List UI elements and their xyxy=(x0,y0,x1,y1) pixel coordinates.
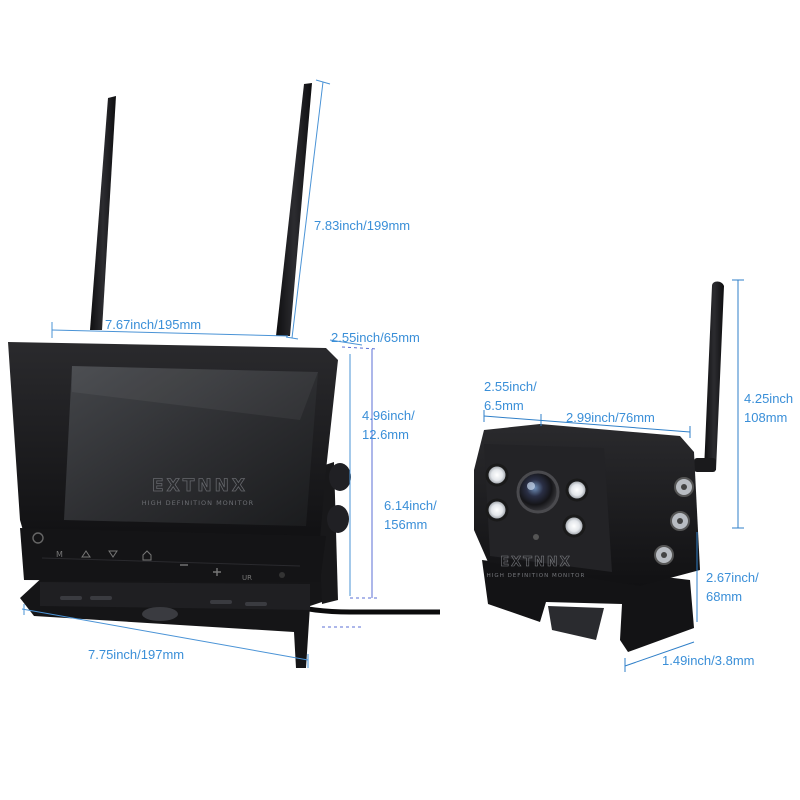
monitor-antenna-left xyxy=(90,96,116,330)
monitor-antenna-height-label: 7.83inch/199mm xyxy=(314,218,411,233)
monitor-screen xyxy=(64,366,318,526)
monitor-total-height-line1: 6.14inch/ xyxy=(384,498,437,513)
home-icon xyxy=(142,550,152,561)
camera-width-label: 2.99inch/76mm xyxy=(566,410,655,425)
monitor-dimension-lines xyxy=(21,79,380,668)
up-arrow-icon xyxy=(81,550,91,558)
record-icon: UR xyxy=(242,574,252,582)
monitor: EXTNNX HIGH DEFINITION MONITOR M UR xyxy=(8,83,440,668)
camera-watermark-logo: EXTNNX xyxy=(500,555,572,570)
monitor-knob-bottom xyxy=(327,505,349,533)
camera: EXTNNX HIGH DEFINITION MONITOR xyxy=(474,281,724,652)
camera-antenna xyxy=(704,281,724,470)
camera-led-bottom-right xyxy=(562,514,586,538)
camera-body-height-line1: 2.67inch/ xyxy=(706,570,759,585)
camera-watermark-tagline: HIGH DEFINITION MONITOR xyxy=(487,573,586,579)
monitor-screen-width-label: 7.67inch/195mm xyxy=(105,317,202,332)
down-arrow-icon xyxy=(108,550,118,558)
power-icon xyxy=(32,532,44,544)
monitor-antenna-right xyxy=(276,83,312,336)
camera-body-height-line2: 68mm xyxy=(706,589,743,604)
camera-dimension-lines xyxy=(483,279,744,672)
plus-icon xyxy=(213,568,221,576)
menu-icon: M xyxy=(56,550,63,559)
camera-antenna-height-line1: 4.25inch xyxy=(744,391,794,406)
monitor-screen-height-label: 4.96inch/ 12.6mm xyxy=(362,406,415,444)
camera-microphone xyxy=(533,534,539,540)
camera-antenna-height-line2: 108mm xyxy=(744,410,788,425)
monitor-bracket-width-label: 7.75inch/197mm xyxy=(88,647,185,662)
camera-antenna-height-label: 4.25inch 108mm xyxy=(744,389,793,427)
monitor-screen-height-line1: 4.96inch/ xyxy=(362,408,415,423)
camera-body-height-label: 2.67inch/ 68mm xyxy=(706,568,759,606)
monitor-knob-top xyxy=(329,463,351,491)
camera-depth-line1: 2.55inch/ xyxy=(484,379,537,394)
camera-led-bottom-left xyxy=(485,498,509,522)
monitor-screen-tagline: HIGH DEFINITION MONITOR xyxy=(142,499,254,507)
camera-lens xyxy=(516,470,560,514)
monitor-button-bar xyxy=(20,528,326,582)
camera-depth-line2: 6.5mm xyxy=(484,398,524,413)
camera-base-width-label: 1.49inch/3.8mm xyxy=(662,653,755,668)
monitor-total-height-label: 6.14inch/ 156mm xyxy=(384,496,437,534)
monitor-screen-logo: EXTNNX xyxy=(152,476,248,496)
monitor-total-height-line2: 156mm xyxy=(384,517,428,532)
camera-depth-label: 2.55inch/ 6.5mm xyxy=(484,377,537,415)
monitor-depth-label: 2.55inch/65mm xyxy=(331,330,420,345)
camera-led-top-right xyxy=(565,478,589,502)
monitor-screen-height-line2: 12.6mm xyxy=(362,427,409,442)
camera-led-top-left xyxy=(485,463,509,487)
